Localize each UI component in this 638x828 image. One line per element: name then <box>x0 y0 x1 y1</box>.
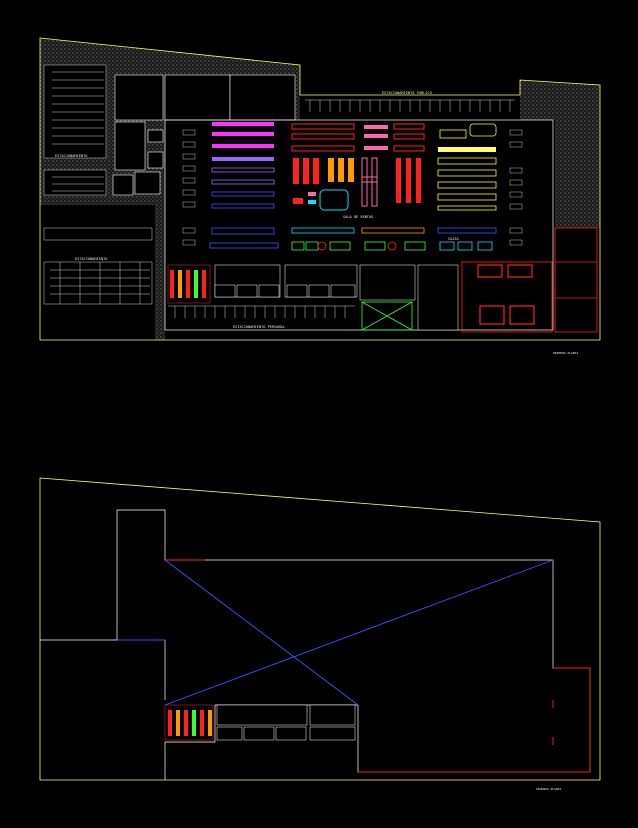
sales-area-label: SALA DE VENTAS <box>343 215 373 219</box>
roof-cross-lines <box>117 559 554 706</box>
staff-parking <box>168 305 355 318</box>
site-boundary-2 <box>39 477 601 781</box>
public-parking <box>305 99 515 112</box>
parking-left-top-label: ESTACIONAMIENTO <box>55 154 87 158</box>
checkout-label: CAJAS <box>448 237 459 241</box>
parking-left-mid-label: ESTACIONAMIENTO <box>75 257 107 261</box>
sheet-label-second-floor: SEGUNDA PLANTA <box>536 787 561 791</box>
service-blocks <box>112 74 296 196</box>
shelves-column-3 <box>393 123 425 203</box>
plan-second-floor: SEGUNDA PLANTA <box>39 477 601 791</box>
shelves-column-2 <box>291 123 355 204</box>
parking-left-strip-2 <box>43 169 107 196</box>
shelves-cluster-center <box>308 125 388 211</box>
left-racks <box>182 129 196 246</box>
back-of-house-2 <box>164 704 356 741</box>
plan-first-floor: ESTACIONAMIENTO ESTACIONAMIENTO <box>39 37 601 355</box>
parking-left-lower <box>43 227 153 305</box>
site-boundary <box>39 37 601 341</box>
back-of-house <box>167 264 459 331</box>
parking-left-top <box>43 64 107 159</box>
loading-dock <box>361 301 413 331</box>
site-hatch-column <box>155 205 165 340</box>
freezer-racks <box>170 270 206 298</box>
building-outline-2b <box>40 639 166 700</box>
freezer-racks-2 <box>168 710 212 736</box>
annex-right <box>461 227 598 333</box>
yellow-rack-fill <box>438 147 496 152</box>
red-accents-2 <box>165 559 591 773</box>
checkout-row <box>209 227 497 251</box>
sheet-label-first-floor: PRIMERA PLANTA <box>553 351 578 355</box>
staff-parking-label: ESTACIONAMIENTO PERSONAL <box>233 325 285 329</box>
site-hatch-right <box>520 80 600 228</box>
public-parking-label: ESTACIONAMIENTO PUBLICO <box>382 91 432 95</box>
right-racks <box>509 129 523 246</box>
store-outline <box>164 119 554 331</box>
shelves-column-1 <box>211 122 275 235</box>
shelves-column-4 <box>437 123 497 211</box>
